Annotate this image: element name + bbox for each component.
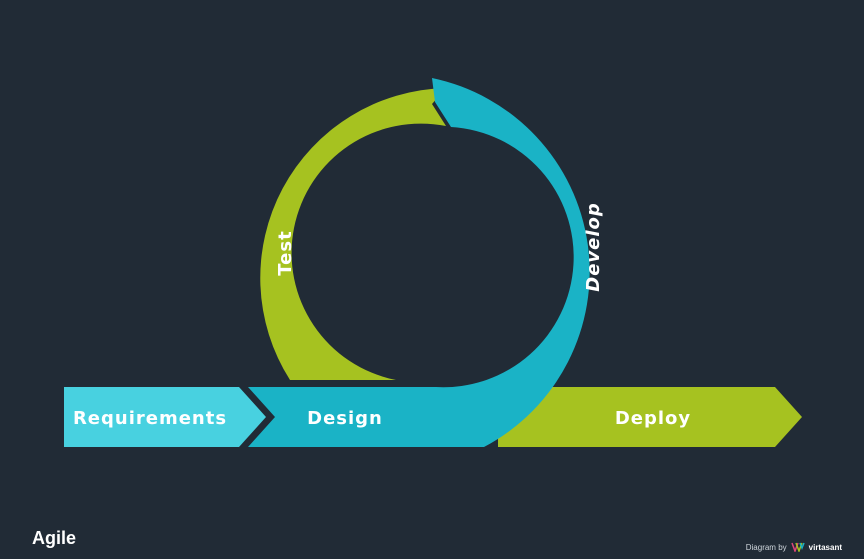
page-title: Agile [32, 528, 77, 548]
credit-prefix: Diagram by [745, 542, 787, 552]
virtasant-logo-icon [790, 542, 805, 552]
requirements-arrow [64, 387, 266, 447]
test-arc [260, 88, 446, 380]
test-label: Test [275, 230, 296, 275]
design-label: Design [307, 408, 383, 429]
credit-brand: virtasant [808, 542, 842, 552]
develop-label: Develop [583, 202, 604, 292]
deploy-label: Deploy [615, 408, 691, 429]
diagram-credit: Diagram by virtasant [746, 541, 842, 553]
develop-design-band [248, 78, 590, 447]
deploy-arrow [498, 387, 802, 447]
requirements-label: Requirements [73, 408, 227, 429]
